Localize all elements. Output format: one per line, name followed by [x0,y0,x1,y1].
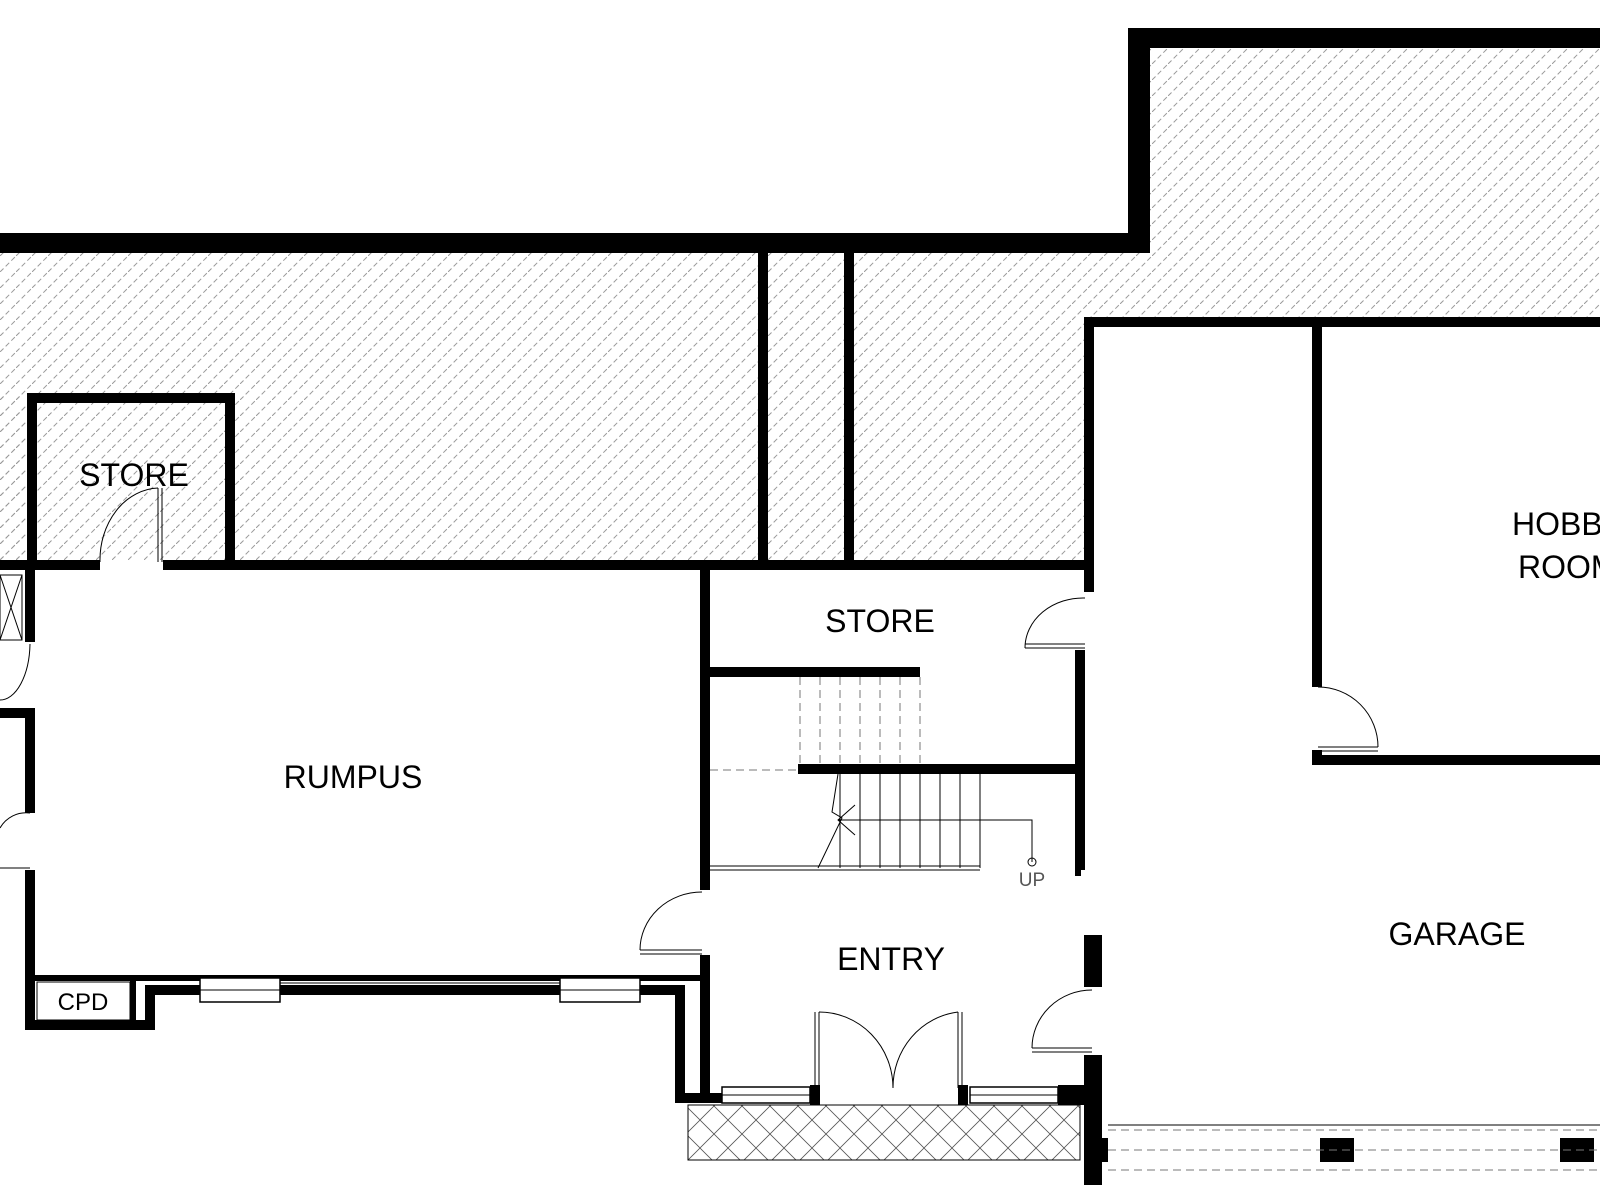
stair-up-label: UP [1019,870,1045,891]
hobby-room-walls [1312,317,1600,765]
center-store-door[interactable] [1024,597,1086,649]
exterior-walls [0,28,1600,592]
cpd-label: CPD [58,989,109,1016]
stair-block-walls [700,570,1085,1100]
left-edge-openings [0,574,31,869]
store-center-label: STORE [825,603,935,639]
rumpus-windows [199,977,641,1003]
garage-label: GARAGE [1389,916,1526,952]
store-left-label: STORE [79,457,189,493]
garage-door-opening [1108,1124,1600,1171]
left-edge-walls [0,570,35,1030]
entry-front-double-door[interactable] [814,1011,963,1089]
rumpus-label: RUMPUS [284,759,423,795]
hobby-room-label-line2: ROOM [1518,549,1600,585]
left-store-walls [27,393,235,565]
stair-treads-lower [710,774,981,871]
hatch-band-walls [758,253,854,565]
hatched-strip-left-store [0,395,30,565]
cpd-cupboard [36,981,131,1021]
hatched-area [0,40,1600,560]
entry-west-door[interactable] [639,891,703,955]
entry-label: ENTRY [837,941,945,977]
left-store-door[interactable] [99,487,163,563]
entry-garage-door[interactable] [1031,989,1093,1053]
entry-paving [687,1104,1081,1161]
rumpus-top-wall [0,560,1089,570]
hobby-room-label-line1: HOBB [1512,506,1600,542]
stair-direction-arrow [817,773,1037,869]
entry-south-wall [710,1085,1090,1105]
stair-treads-upper [710,677,921,771]
hobby-room-door[interactable] [1317,686,1379,752]
garage-walls [1075,866,1594,1185]
entry-windows [721,1086,1059,1104]
